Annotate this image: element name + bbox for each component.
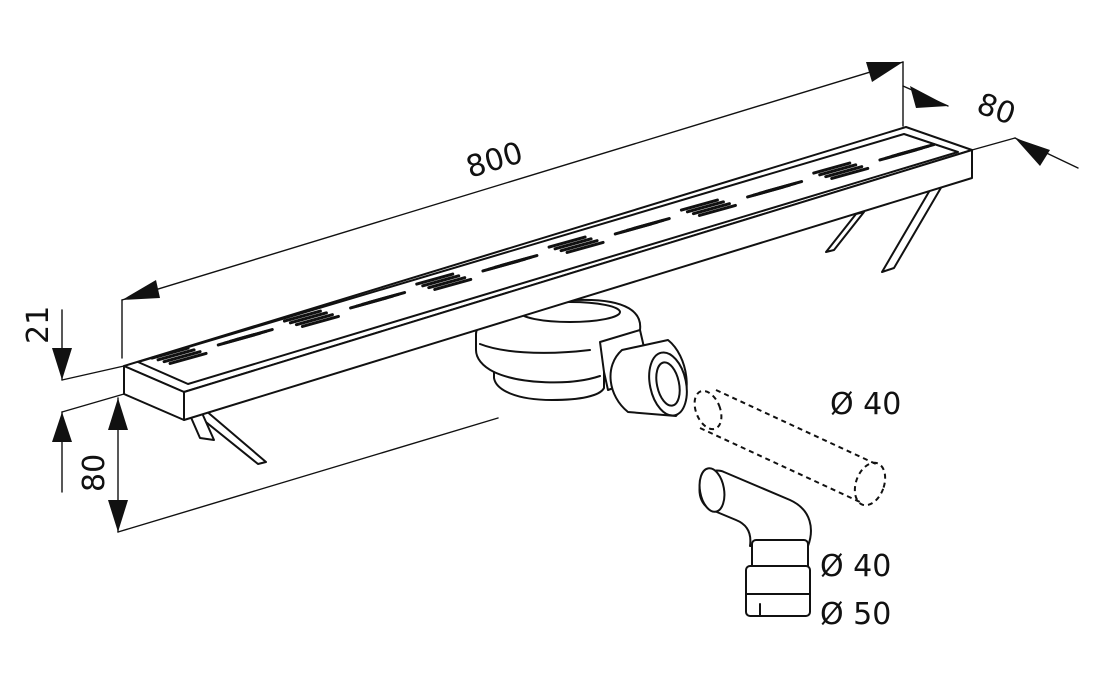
grate-slot (559, 239, 599, 253)
grate-slot (631, 217, 671, 231)
grate-slot (685, 200, 725, 214)
grate-slot (691, 202, 731, 216)
grate-slot (553, 237, 593, 251)
grate-slot (288, 311, 328, 325)
grate-slot (824, 165, 864, 179)
grate-slot (679, 198, 719, 212)
grate-slot (547, 235, 587, 249)
channel-long-face (183, 149, 973, 421)
grate-slot (234, 328, 274, 342)
grate-height-dimension: 21 (21, 306, 125, 381)
grate-height-arrow (52, 348, 72, 380)
grate-slot-group (216, 328, 274, 347)
grate-pattern (150, 143, 936, 365)
total-height-dimension: 80 (52, 393, 499, 533)
total-height-arrow-top (108, 398, 128, 430)
grate-slot-group (282, 309, 340, 328)
grate-slot-group (150, 346, 208, 365)
grate-slot-group (481, 254, 539, 273)
grate-slot-group (349, 291, 407, 310)
grate-slot (427, 276, 467, 290)
grate-slot (812, 161, 852, 175)
width-label: 80 (972, 87, 1020, 133)
length-label: 800 (462, 135, 527, 185)
total-height-arrow-left (52, 412, 72, 442)
outlet-body (475, 298, 688, 417)
grate-slot-group (746, 180, 804, 199)
grate-slot-group (878, 143, 936, 162)
grate-slot-group (613, 217, 671, 236)
grate-slot (565, 240, 605, 254)
grate-frame (137, 133, 959, 385)
grate-slot (156, 348, 196, 362)
drain-channel (123, 126, 973, 465)
grate-slot-group (679, 198, 737, 217)
grate-slot (300, 314, 340, 328)
grate-slot (367, 291, 407, 305)
grate-slot (168, 351, 208, 365)
total-height-label: 80 (77, 454, 112, 492)
total-height-arrow-bottom (108, 500, 128, 532)
length-arrow-left (122, 280, 160, 300)
grate-slot (150, 346, 190, 360)
grate-slot-group (415, 272, 473, 291)
grate-slot (697, 203, 737, 217)
grate-slot (421, 274, 461, 288)
length-arrow-right (866, 62, 903, 82)
grate-slot (282, 309, 322, 323)
grate-height-label: 21 (21, 306, 56, 344)
elbow-adapter: Ø 40 Ø 50 (698, 467, 891, 632)
grate-slot (415, 272, 455, 286)
grate-slot (433, 277, 473, 291)
dashed-pipe: Ø 40 (693, 387, 901, 507)
grate-slot (499, 254, 539, 268)
grate-slot (294, 313, 334, 327)
grate-slot (896, 143, 936, 157)
grate-slot (818, 163, 858, 177)
width-arrow-bottom (1015, 138, 1050, 166)
grate-slot-group (547, 235, 605, 254)
grate-slot-group (812, 161, 870, 180)
grate-slot (162, 350, 202, 364)
grate-slot (764, 180, 804, 194)
width-arrow-top (910, 86, 948, 108)
grate-slot (830, 166, 870, 180)
adapter-inner-label: Ø 40 (820, 549, 891, 584)
adapter-outer-label: Ø 50 (820, 597, 891, 632)
dashed-pipe-label: Ø 40 (830, 387, 901, 422)
